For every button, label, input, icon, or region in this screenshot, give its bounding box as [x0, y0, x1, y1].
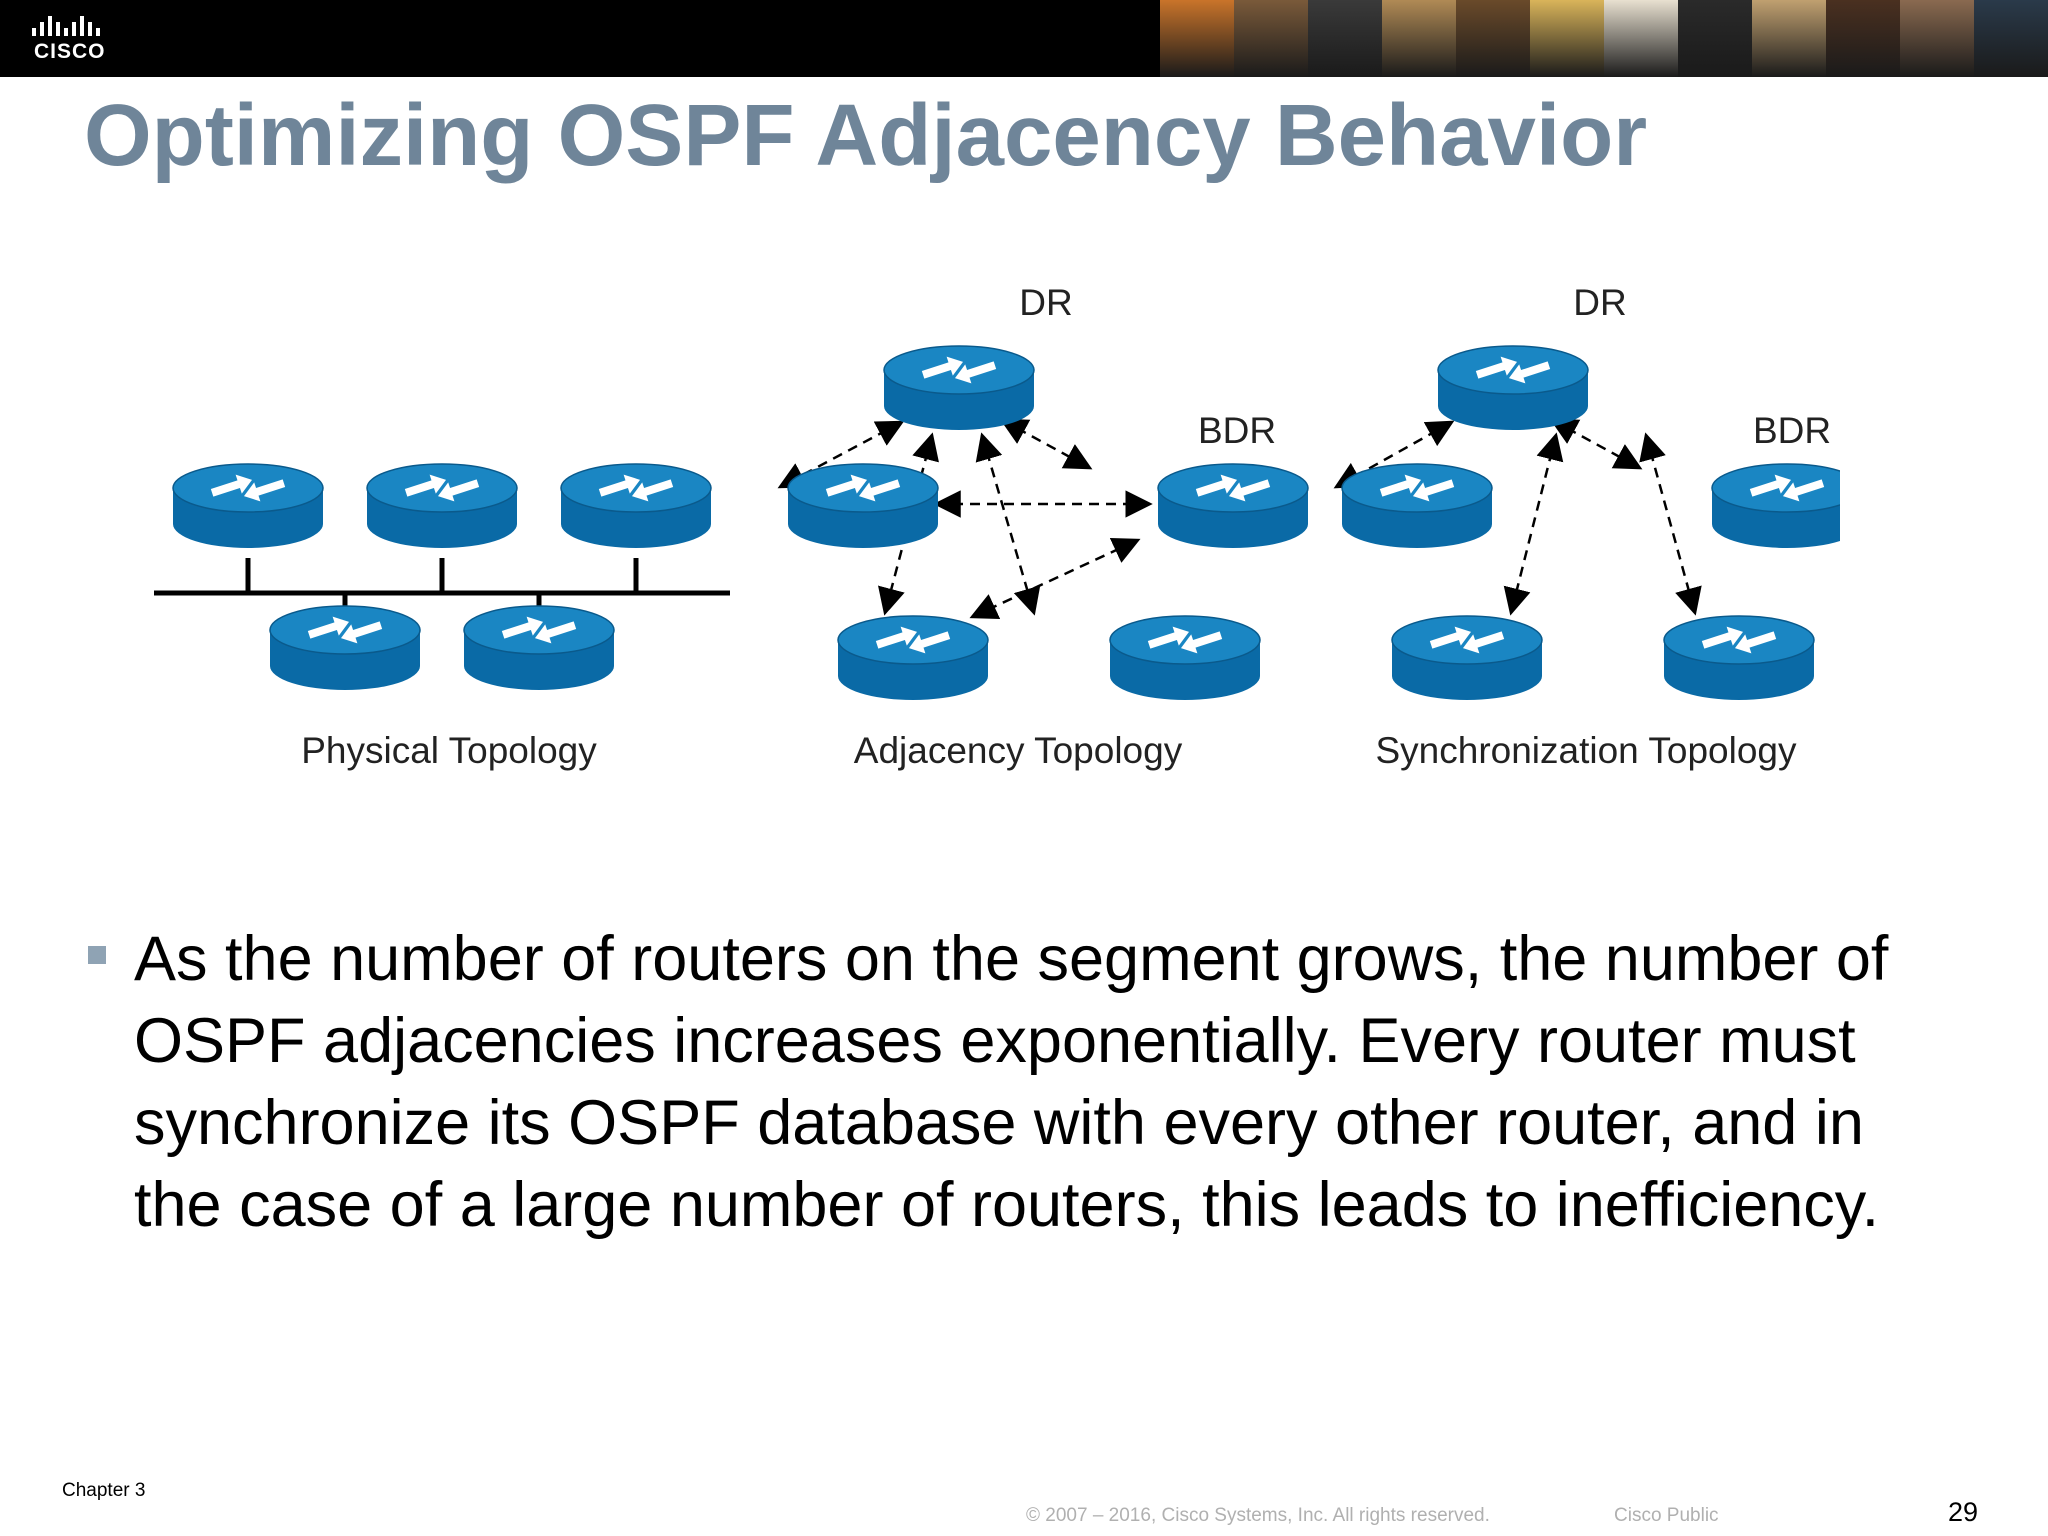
header-photo	[1530, 0, 1604, 77]
header-photo	[1604, 0, 1678, 77]
router-icon	[1109, 615, 1261, 701]
adjacency-topology: DR BDR Adjacency Topology	[777, 282, 1309, 771]
synchronization-topology-label: Synchronization Topology	[1376, 730, 1797, 771]
bdr-label: BDR	[1198, 410, 1276, 451]
synchronization-topology: DR BDR Synchronization Topology	[1333, 282, 1840, 771]
cisco-wordmark: CISCO	[34, 40, 106, 63]
router-icon	[1341, 463, 1493, 549]
copyright-notice: © 2007 – 2016, Cisco Systems, Inc. All r…	[1026, 1505, 1490, 1526]
dr-router-icon	[1437, 345, 1589, 431]
bdr-router-icon	[1157, 463, 1309, 549]
router-icon	[1663, 615, 1815, 701]
router-icon	[837, 615, 989, 701]
header-bar: CISCO	[0, 0, 2048, 77]
dr-router-icon	[883, 345, 1035, 431]
router-icon	[172, 463, 324, 549]
router-icon	[1391, 615, 1543, 701]
header-photo	[1456, 0, 1530, 77]
bdr-label: BDR	[1753, 410, 1831, 451]
header-photo	[1308, 0, 1382, 77]
router-icon	[269, 605, 421, 691]
bullet-item: As the number of routers on the segment …	[84, 918, 1924, 1246]
header-photo	[1826, 0, 1900, 77]
header-photo	[1974, 0, 2048, 77]
header-photo	[1382, 0, 1456, 77]
slide-title: Optimizing OSPF Adjacency Behavior	[84, 87, 1648, 184]
chapter-label: Chapter 3	[62, 1480, 146, 1501]
router-icon	[560, 463, 712, 549]
header-photo	[1160, 0, 1234, 77]
header-photo-strip	[1160, 0, 2048, 77]
physical-topology: Physical Topology	[154, 463, 730, 771]
header-photo	[1234, 0, 1308, 77]
bullet-text: As the number of routers on the segment …	[134, 924, 1889, 1240]
classification-label: Cisco Public	[1614, 1505, 1719, 1526]
router-icon	[366, 463, 518, 549]
dr-label: DR	[1573, 282, 1626, 323]
dr-label: DR	[1019, 282, 1072, 323]
bullet-marker-icon	[88, 946, 106, 964]
header-photo	[1678, 0, 1752, 77]
ospf-topology-diagram: Physical Topology DR BDR Adjacency Topol…	[154, 282, 1840, 771]
adjacency-topology-label: Adjacency Topology	[854, 730, 1183, 771]
header-photo	[1900, 0, 1974, 77]
bdr-router-icon	[1711, 463, 1840, 549]
page-number: 29	[1948, 1497, 1979, 1527]
cisco-logo-icon	[32, 16, 100, 36]
router-icon	[463, 605, 615, 691]
header-photo	[1752, 0, 1826, 77]
router-icon	[787, 463, 939, 549]
physical-topology-label: Physical Topology	[301, 730, 597, 771]
